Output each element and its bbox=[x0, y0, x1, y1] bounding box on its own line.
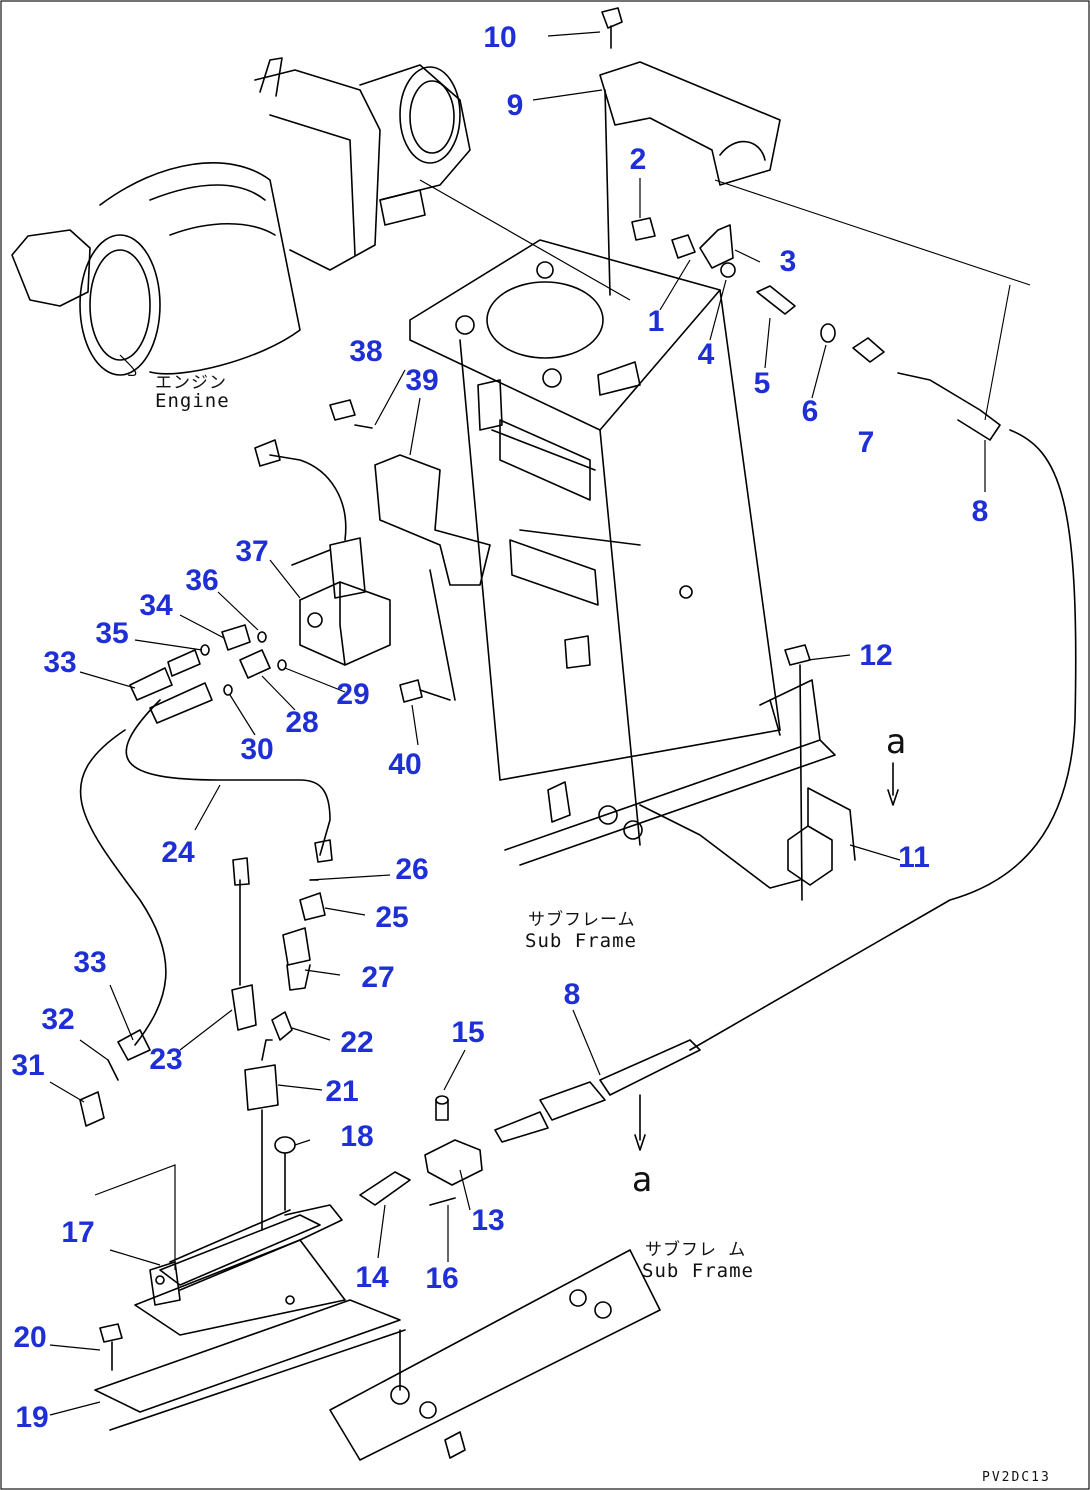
callout-38[interactable]: 38 bbox=[349, 335, 383, 368]
callout-19[interactable]: 19 bbox=[15, 1401, 49, 1434]
callout-4[interactable]: 4 bbox=[697, 338, 715, 371]
callout-25[interactable]: 25 bbox=[375, 901, 409, 934]
callout-5[interactable]: 5 bbox=[753, 367, 771, 400]
callout-9[interactable]: 9 bbox=[506, 89, 524, 122]
callout-15[interactable]: 15 bbox=[451, 1016, 485, 1049]
callout-37[interactable]: 37 bbox=[235, 535, 269, 568]
callout-17[interactable]: 17 bbox=[61, 1216, 95, 1249]
subframe-label-jp-1: サブフレーム bbox=[528, 910, 636, 930]
leader-lines bbox=[49, 31, 986, 1416]
callout-27[interactable]: 27 bbox=[361, 961, 395, 994]
callout-40[interactable]: 40 bbox=[388, 748, 422, 781]
callout-29[interactable]: 29 bbox=[336, 678, 370, 711]
callout-7[interactable]: 7 bbox=[857, 426, 875, 459]
callout-12[interactable]: 12 bbox=[859, 639, 893, 672]
callout-33-bottom[interactable]: 33 bbox=[73, 946, 107, 979]
callout-39[interactable]: 39 bbox=[405, 364, 439, 397]
callout-1[interactable]: 1 bbox=[647, 305, 665, 338]
callout-23[interactable]: 23 bbox=[149, 1043, 183, 1076]
ref-letter-a-bottom: a bbox=[631, 1160, 653, 1200]
callout-8-bottom[interactable]: 8 bbox=[563, 978, 581, 1011]
drawing-code: PV2DC13 bbox=[982, 1470, 1051, 1485]
callout-8-top[interactable]: 8 bbox=[971, 495, 989, 528]
callout-32[interactable]: 32 bbox=[41, 1003, 75, 1036]
callout-33-top[interactable]: 33 bbox=[43, 646, 77, 679]
callout-2[interactable]: 2 bbox=[629, 143, 647, 176]
callout-30[interactable]: 30 bbox=[240, 733, 274, 766]
callout-20[interactable]: 20 bbox=[13, 1321, 47, 1354]
callout-34[interactable]: 34 bbox=[139, 589, 173, 622]
subframe-label-en-1: Sub Frame bbox=[525, 930, 637, 952]
callout-11[interactable]: 11 bbox=[898, 841, 930, 874]
callout-16[interactable]: 16 bbox=[425, 1262, 459, 1295]
subframe-label-jp-2: サブフレ ム bbox=[645, 1240, 747, 1260]
callout-14[interactable]: 14 bbox=[355, 1261, 389, 1294]
callout-3[interactable]: 3 bbox=[779, 245, 797, 278]
engine-label-en: Engine bbox=[155, 390, 230, 412]
ref-letter-a-top: a bbox=[885, 722, 907, 762]
callout-36[interactable]: 36 bbox=[185, 564, 219, 597]
callout-24[interactable]: 24 bbox=[161, 836, 195, 869]
callout-6[interactable]: 6 bbox=[801, 395, 819, 428]
callout-22[interactable]: 22 bbox=[340, 1026, 374, 1059]
callout-31[interactable]: 31 bbox=[11, 1049, 45, 1082]
callout-35[interactable]: 35 bbox=[95, 617, 129, 650]
engine-turbo-drawing bbox=[11, 57, 471, 376]
callout-18[interactable]: 18 bbox=[340, 1120, 374, 1153]
callout-28[interactable]: 28 bbox=[285, 706, 319, 739]
callout-10[interactable]: 10 bbox=[483, 21, 517, 54]
callout-13[interactable]: 13 bbox=[471, 1204, 505, 1237]
engine-label-jp: エンジン bbox=[155, 373, 227, 393]
callout-21[interactable]: 21 bbox=[325, 1075, 359, 1108]
subframe-label-en-2: Sub Frame bbox=[642, 1260, 754, 1282]
callout-26[interactable]: 26 bbox=[395, 853, 429, 886]
